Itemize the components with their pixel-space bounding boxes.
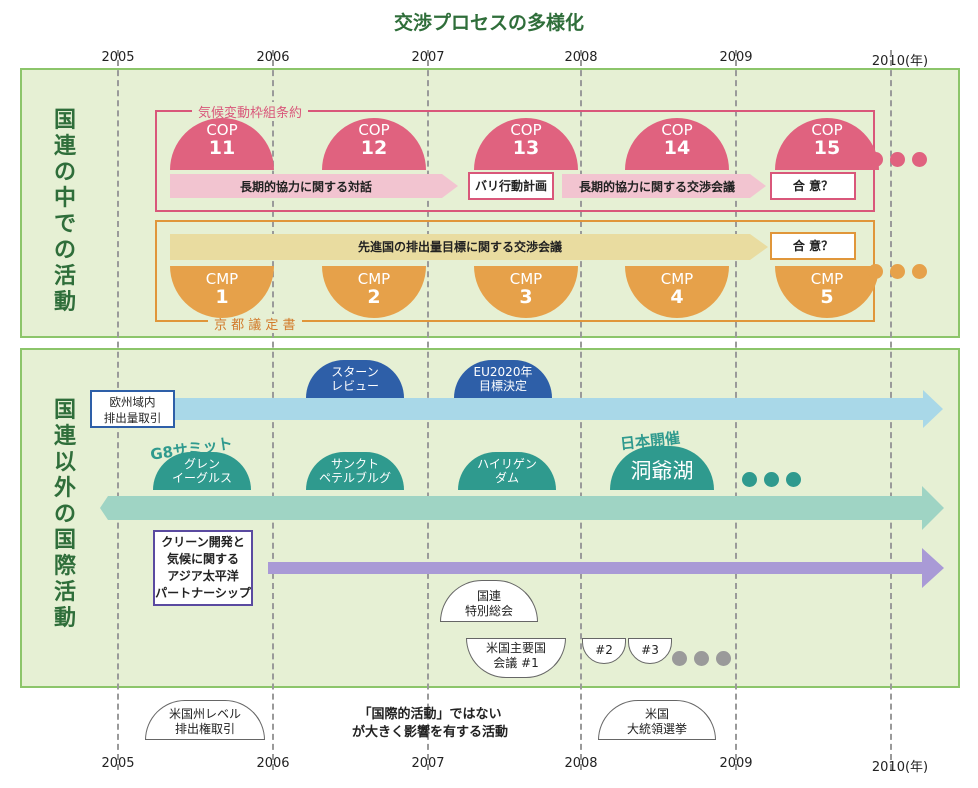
year-label-bottom: 2008 [564,756,598,771]
cop-dialogue-arrow [170,174,458,198]
cmp-negotiation-label: 先進国の排出量目標に関する交渉会議 [357,240,562,254]
g8-arrow [100,486,944,530]
continuation-dot [868,264,883,279]
continuation-dot [764,472,779,487]
year-label-bottom: 2009 [719,756,753,771]
cmp-negotiation-arrow [170,234,768,260]
stern-review-dome: スターン レビュー [306,360,404,398]
continuation-dot [890,264,905,279]
cop-dialogue-label: 長期的協力に関する対話 [239,180,372,194]
app-box: クリーン開発と 気候に関する アジア太平洋 パートナーシップ [153,530,253,606]
continuation-dot [716,651,731,666]
un-panel-title: 国連の中での活動 [53,108,76,315]
continuation-dot [868,152,883,167]
page-title: 交渉プロセスの多様化 [393,12,584,34]
continuation-dot [890,152,905,167]
g8-dome: グレン イーグルス [153,452,251,490]
cop-negotiation-arrow [562,174,766,198]
year-label-bottom: 2010(年) [871,760,929,775]
continuation-dot [742,472,757,487]
year-label-bottom: 2005 [101,756,135,771]
kyoto-label: 京 都 議 定 書 [208,314,302,333]
year-label-bottom: 2007 [411,756,445,771]
us-state-trading-dome: 米国州レベル 排出権取引 [145,700,265,740]
continuation-dot [912,152,927,167]
cop-negotiation-label: 長期的協力に関する交渉会議 [578,180,735,194]
eu-ets-box: 欧州域内 排出量取引 [90,390,175,428]
cop-agreement-box: 合 意？ [770,172,856,200]
non-international-note: 「国際的活動」ではない が大きく影響を有する活動 [351,707,508,740]
cmp-agreement-box: 合 意？ [770,232,856,260]
continuation-dot [672,651,687,666]
year-label-top: 2010(年) [871,54,929,69]
year-label-bottom: 2006 [256,756,290,771]
eu-ets-arrow [175,390,943,428]
non-un-panel-title: 国連以外の国際活動 [53,398,76,631]
unfccc-label: 気候変動枠組条約 [192,102,309,121]
g8-dome: サンクト ペテルブルグ [306,452,404,490]
app-arrow [268,548,944,588]
us-election-dome: 米国 大統領選挙 [598,700,716,740]
continuation-dot [694,651,709,666]
g8-dome: ハイリゲン ダム [458,452,556,490]
continuation-dot [912,264,927,279]
eu2020-dome: EU2020年 目標決定 [454,360,552,398]
bali-action-plan: バリ行動計画 [468,172,554,200]
continuation-dot [786,472,801,487]
